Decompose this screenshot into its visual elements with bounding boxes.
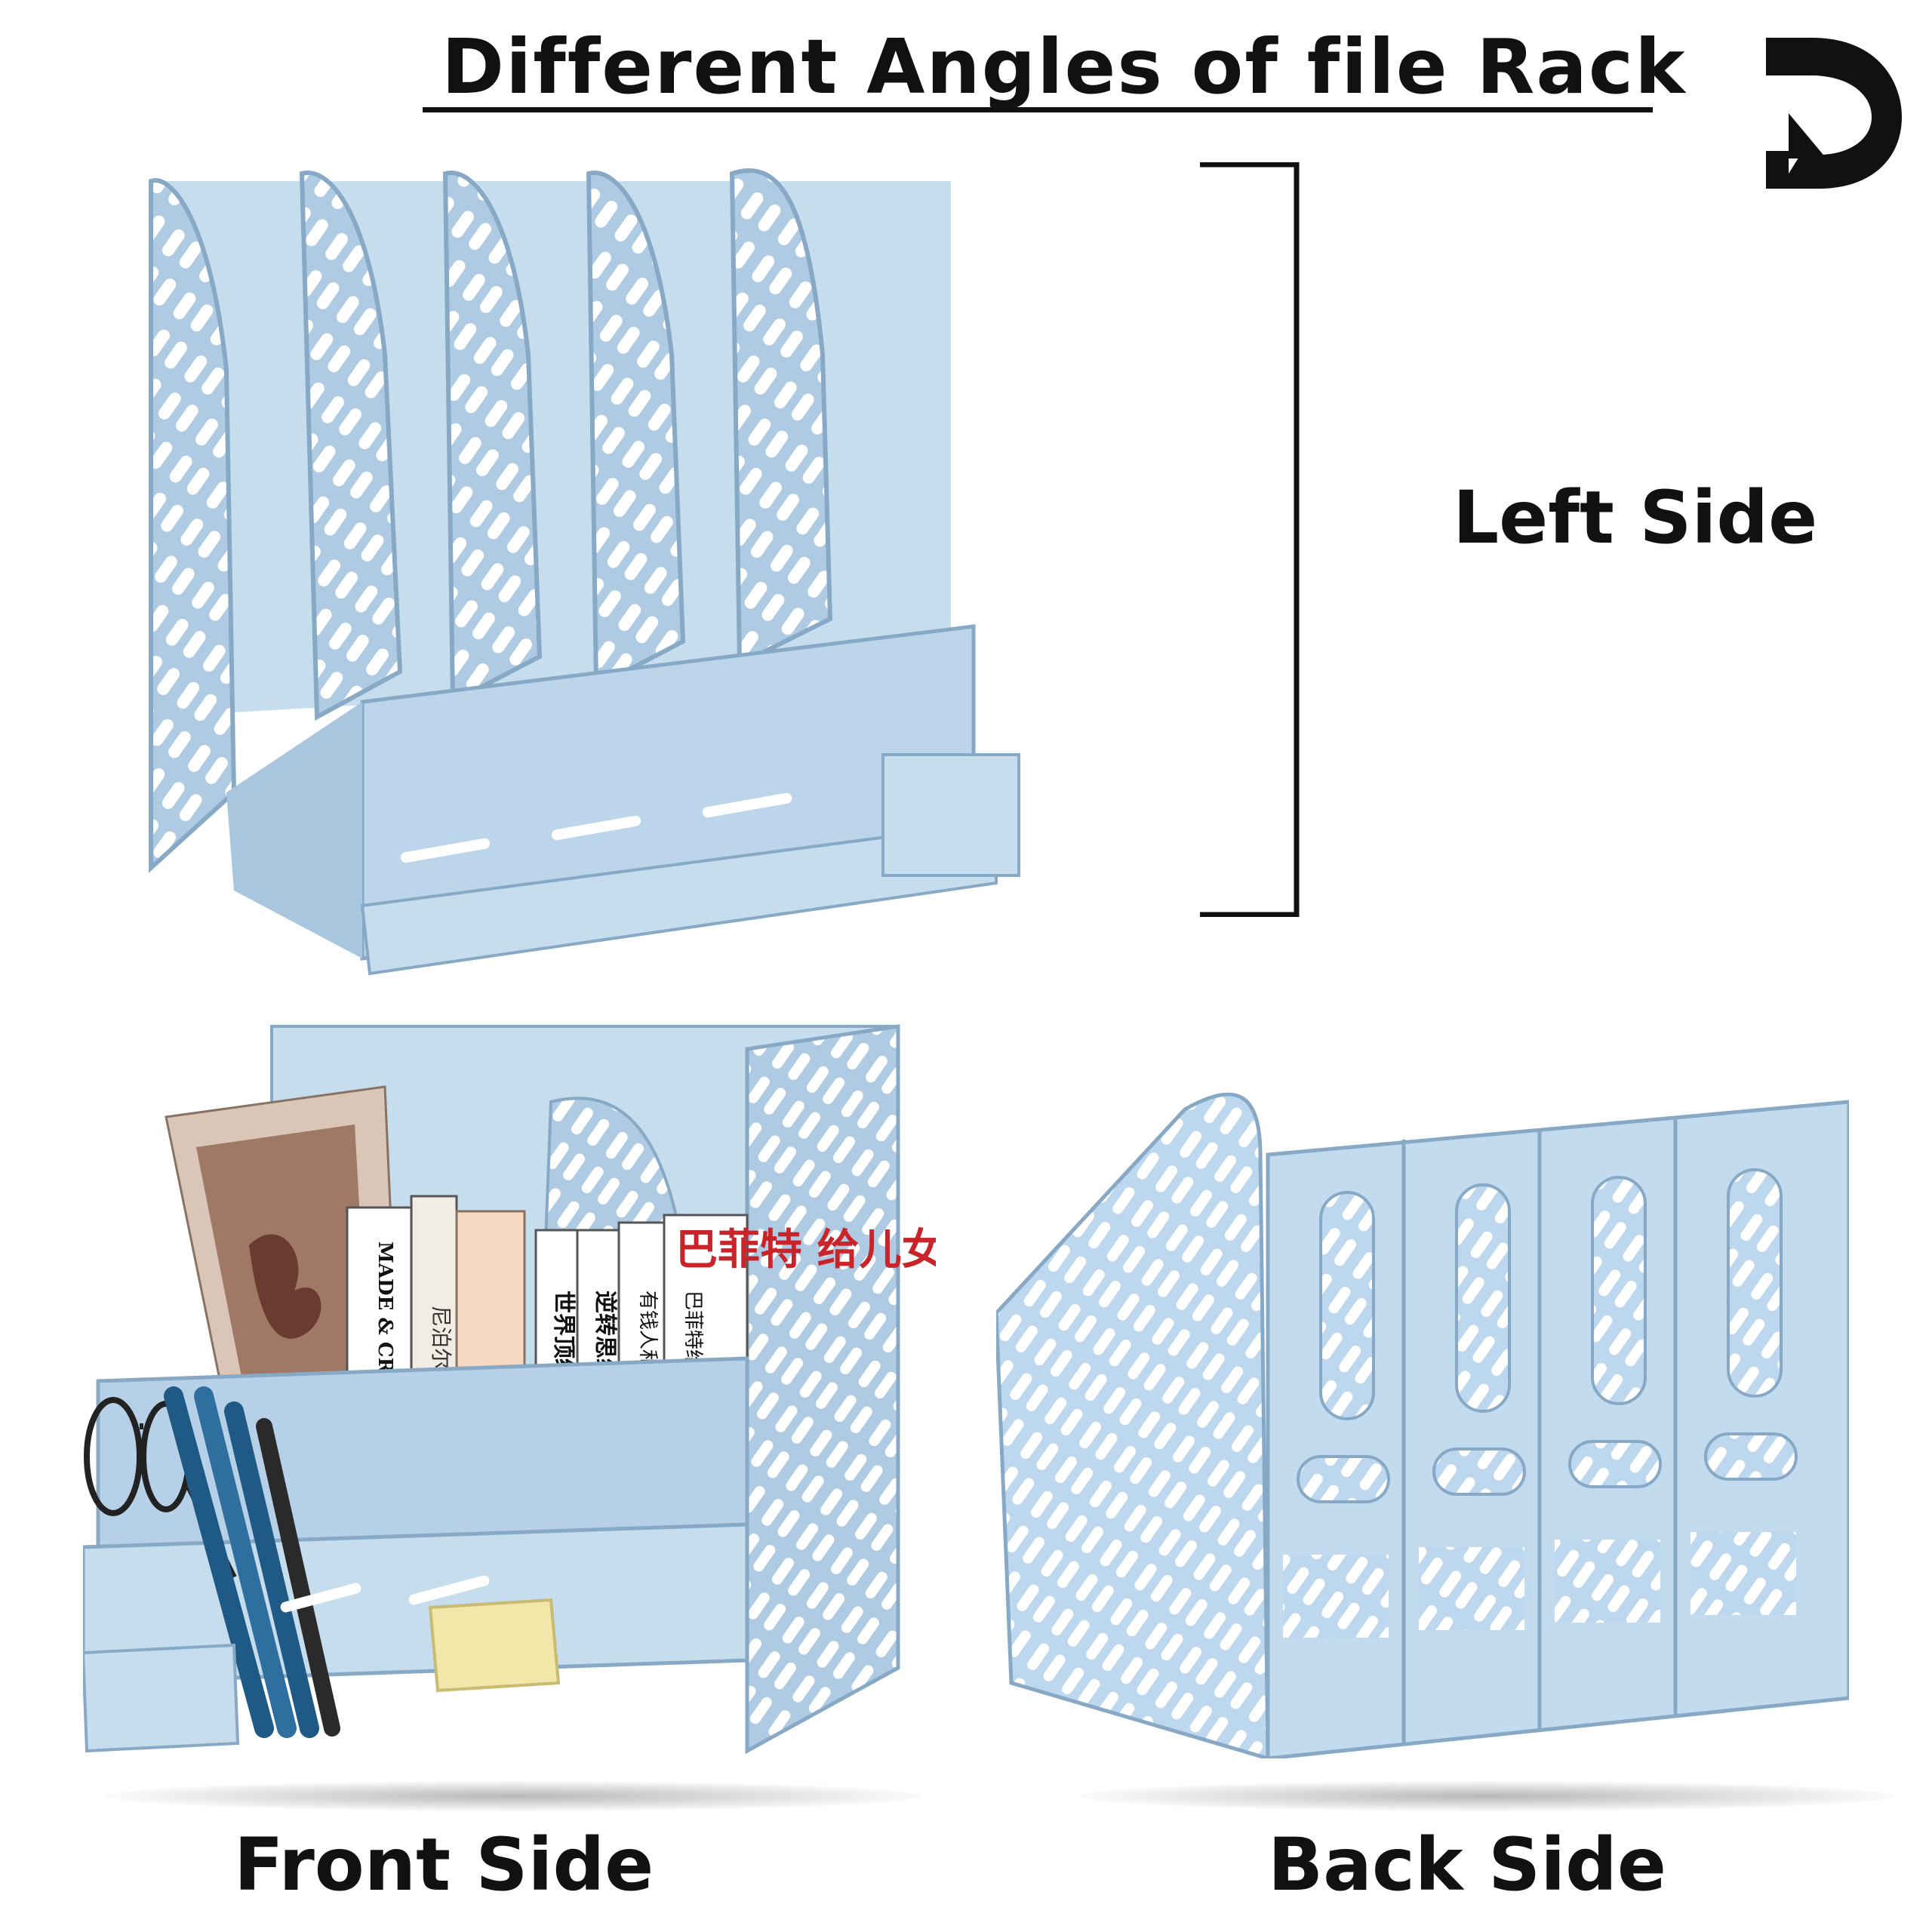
back-ground-shadow [1079,1781,1894,1811]
front-side-label: Front Side [234,1823,654,1907]
file-rack-back-side-photo [996,1092,1849,1758]
height-bracket [1200,162,1300,917]
page-title: Different Angles of file Rack [441,23,1687,111]
front-ground-shadow [106,1781,921,1811]
brand-logo [1766,38,1902,189]
title-underline [423,107,1653,112]
pens [164,1386,340,1738]
book-cover-text: 巴菲特 给儿女的 [675,1226,936,1275]
file-rack-front-side-photo: MADE & CRAFTED 尼泊尔很美 世界顶级思维 逆转思维 有钱人和你想的… [83,1024,936,1755]
left-side-label: Left Side [1453,475,1818,560]
sticky-notes [428,1598,561,1693]
back-side-label: Back Side [1268,1823,1666,1907]
file-rack-left-side-photo [149,168,1020,976]
